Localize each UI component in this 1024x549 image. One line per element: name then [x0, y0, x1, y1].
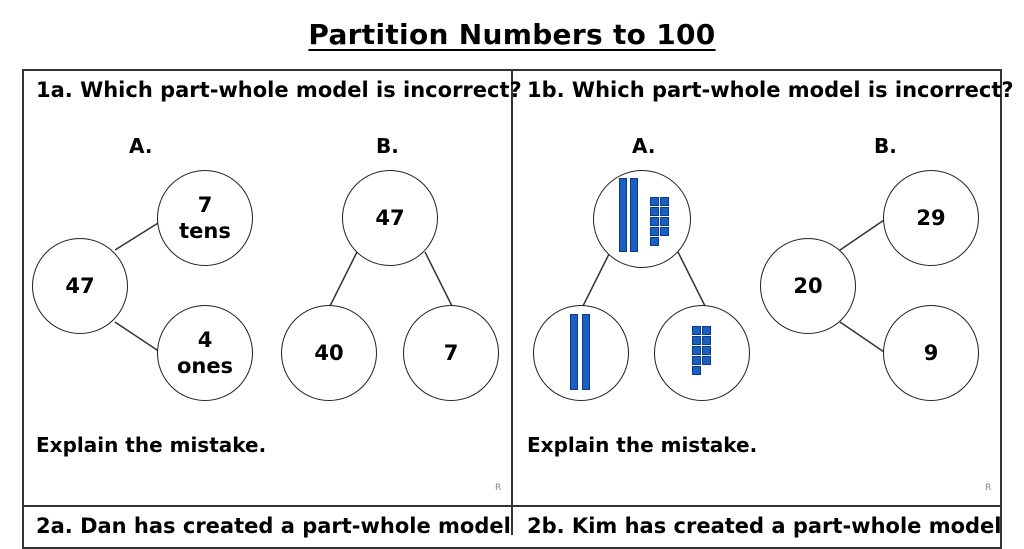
ten-rod-icon: [619, 178, 627, 252]
one-cube-icon: [702, 356, 711, 365]
ten-rod-icon: [570, 314, 578, 390]
one-cube-icon: [650, 207, 659, 216]
one-cube-icon: [660, 197, 669, 206]
part-value: 9: [923, 341, 939, 365]
whole-value: 47: [375, 206, 405, 230]
connector-lines: [114, 217, 888, 355]
part-value: 7: [197, 193, 213, 217]
whole-circle-1b-b: 20: [760, 238, 856, 334]
whole-value: 20: [793, 274, 823, 298]
part-circle-1a-a-tens: 7 tens: [157, 170, 253, 266]
explain-prompt-1a: Explain the mistake.: [36, 433, 267, 457]
page-title: Partition Numbers to 100: [308, 18, 716, 51]
one-cube-icon: [702, 346, 711, 355]
part-value: 7: [443, 341, 459, 365]
corner-mark-1b: R: [985, 483, 992, 493]
part-circle-1a-b-1: 40: [281, 305, 377, 401]
whole-circle-1b-a-base-ten: [593, 170, 691, 268]
part-unit: tens: [179, 219, 231, 243]
one-cube-icon: [692, 326, 701, 335]
part-value: 40: [314, 341, 344, 365]
one-cube-icon: [702, 336, 711, 345]
one-cube-icon: [650, 227, 659, 236]
question-2b: 2b. Kim has created a part-whole model: [527, 514, 1002, 538]
one-cube-icon: [692, 346, 701, 355]
corner-mark-1a: R: [495, 483, 502, 493]
part-value: 29: [916, 206, 946, 230]
ten-rod-icon: [630, 178, 638, 252]
explain-prompt-1b: Explain the mistake.: [527, 433, 758, 457]
label-1b-a: A.: [632, 134, 656, 158]
one-cube-icon: [650, 217, 659, 226]
part-value: 4: [197, 328, 213, 352]
label-1a-a: A.: [129, 134, 153, 158]
label-1a-b: B.: [376, 134, 399, 158]
part-circle-1b-b-1: 29: [883, 170, 979, 266]
one-cube-icon: [660, 207, 669, 216]
one-cube-icon: [702, 326, 711, 335]
question-1a: 1a. Which part-whole model is incorrect?: [36, 78, 522, 102]
grid-divider-vertical: [511, 69, 513, 535]
whole-value: 47: [65, 274, 95, 298]
grid-divider-horizontal: [22, 505, 1002, 507]
part-circle-1a-b-2: 7: [403, 305, 499, 401]
one-cube-icon: [650, 197, 659, 206]
ten-rod-icon: [582, 314, 590, 390]
one-cube-icon: [660, 217, 669, 226]
one-cube-icon: [660, 227, 669, 236]
one-cube-icon: [692, 366, 701, 375]
part-circle-1b-b-2: 9: [883, 305, 979, 401]
one-cube-icon: [650, 237, 659, 246]
one-cube-icon: [692, 356, 701, 365]
part-circle-1a-a-ones: 4 ones: [157, 305, 253, 401]
label-1b-b: B.: [874, 134, 897, 158]
whole-circle-1a-a: 47: [32, 238, 128, 334]
question-2a: 2a. Dan has created a part-whole model: [36, 514, 511, 538]
question-1b: 1b. Which part-whole model is incorrect?: [527, 78, 1014, 102]
one-cube-icon: [692, 336, 701, 345]
part-unit: ones: [176, 354, 234, 378]
whole-circle-1a-b: 47: [342, 170, 438, 266]
part-circle-1b-a-tens: [533, 305, 629, 401]
